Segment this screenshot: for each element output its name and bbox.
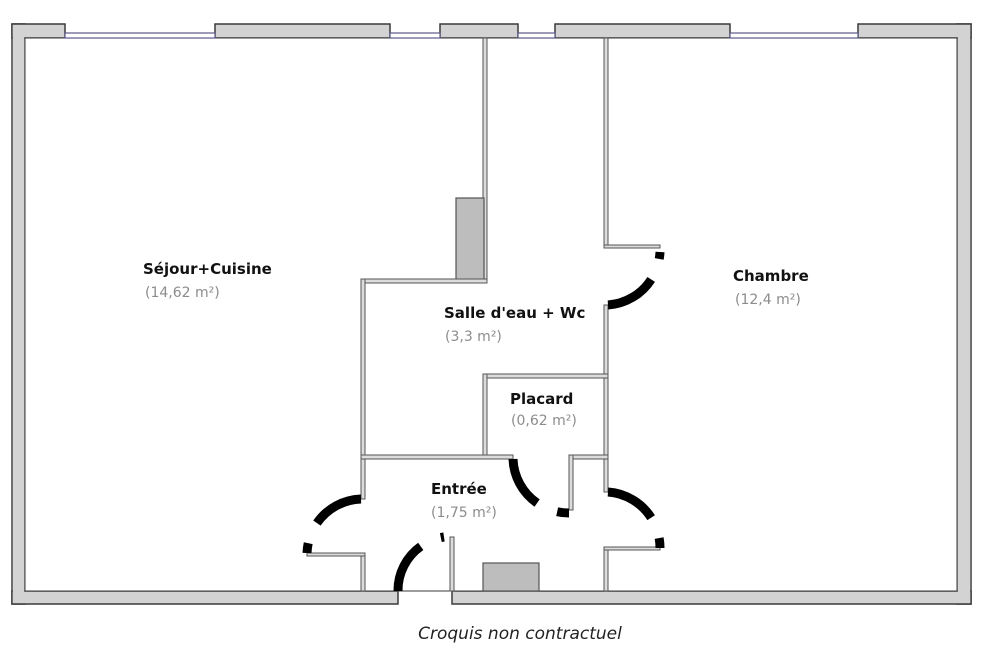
technical-duct <box>455 197 485 282</box>
window-4 <box>729 32 859 39</box>
windows <box>64 32 859 39</box>
window-2 <box>389 32 441 39</box>
wall-top-2 <box>214 23 391 39</box>
door-swing-placard <box>508 458 570 518</box>
door-swing-front <box>393 532 445 592</box>
room-area-chambre: (12,4 m²) <box>735 292 801 308</box>
room-label-chambre: Chambre <box>733 267 809 285</box>
window-3 <box>517 32 556 39</box>
room-area-entree: (1,75 m²) <box>431 505 497 521</box>
wall-top-3 <box>439 23 519 39</box>
wall-top-5 <box>857 23 972 39</box>
doors <box>302 251 665 592</box>
interior-walls <box>306 37 661 592</box>
room-area-salle-eau: (3,3 m²) <box>445 329 502 345</box>
room-area-placard: (0,62 m²) <box>511 413 577 429</box>
outer-walls <box>11 23 972 605</box>
door-swing-chambre <box>607 487 665 549</box>
window-1 <box>64 32 216 39</box>
wall-bottom-left <box>11 590 399 605</box>
plan-caption: Croquis non contractuel <box>418 624 622 644</box>
wall-bottom-right <box>451 590 972 605</box>
room-label-salle-eau: Salle d'eau + Wc <box>444 304 586 322</box>
door-swing-sejour <box>302 494 362 554</box>
room-area-sejour: (14,62 m²) <box>145 285 220 301</box>
door-swing-salle-eau <box>607 251 665 310</box>
wall-top-4 <box>554 23 731 39</box>
entry-storage <box>482 562 540 592</box>
room-label-sejour: Séjour+Cuisine <box>143 260 272 278</box>
room-label-entree: Entrée <box>431 480 487 498</box>
room-label-placard: Placard <box>510 390 574 408</box>
